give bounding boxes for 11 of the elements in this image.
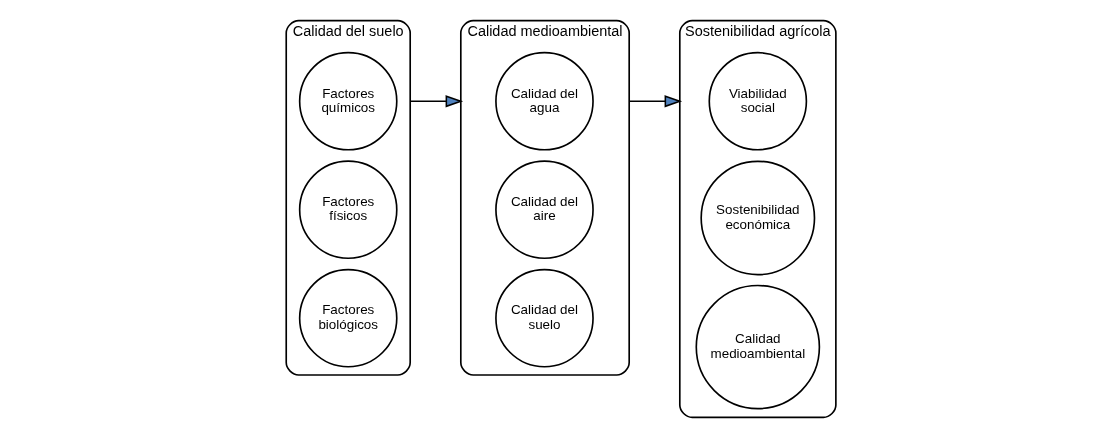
node-circle: Calidad del agua — [494, 51, 594, 151]
node-circle: Sostenibilidad económica — [699, 160, 815, 276]
node-circle: Viabilidad social — [707, 51, 807, 151]
arrow — [627, 95, 682, 108]
node-circle: Calidad del aire — [494, 160, 594, 260]
node-circle: Factores biológicos — [298, 268, 398, 368]
node-circle: Factores químicos — [298, 51, 398, 151]
node-circle: Calidad medioambiental — [694, 284, 820, 410]
node-circle: Factores físicos — [298, 160, 398, 260]
arrow — [408, 95, 463, 108]
node-circle: Calidad del suelo — [494, 268, 594, 368]
